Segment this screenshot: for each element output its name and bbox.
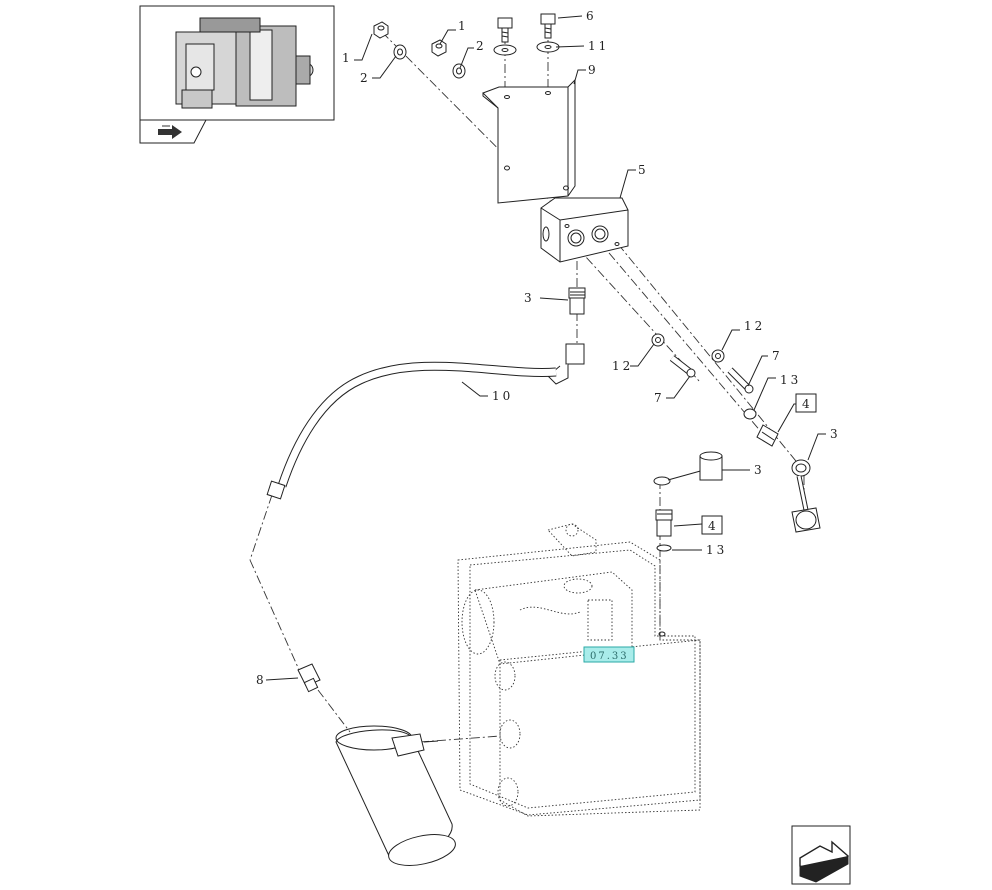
callout-leaders: [265, 15, 826, 681]
dust-cap-part-3c: [653, 451, 723, 486]
callout-numbers: 1 2 1 2 6 11 9 5 3 10 12 12 7 7 13 3 3 1…: [256, 9, 841, 687]
callout-9: 9: [588, 63, 599, 77]
sensor-part-8: [297, 663, 321, 693]
previous-page-arrow-icon[interactable]: [139, 119, 207, 144]
callout-1b: 1: [458, 19, 469, 33]
section-reference-link[interactable]: 07.33: [583, 646, 635, 663]
callout-2b: 2: [476, 39, 487, 53]
callout-12a: 12: [612, 359, 633, 373]
callout-12b: 12: [744, 319, 765, 333]
callout-6: 6: [586, 9, 597, 23]
nut-part-1b: [431, 39, 447, 57]
pump-thumbnail-image: [175, 17, 314, 109]
callout-7b: 7: [772, 349, 783, 363]
washer-part-12a: [651, 333, 665, 347]
callout-5: 5: [638, 163, 649, 177]
coupler-part-3b: [791, 459, 821, 533]
callout-11: 11: [588, 39, 609, 53]
washer-part-11: [536, 41, 560, 53]
nut-part-1a: [373, 21, 389, 39]
washer-part-2a: [393, 44, 407, 60]
stud-part-7b: [727, 367, 754, 394]
callout-10: 10: [492, 389, 513, 403]
callout-13a: 13: [780, 373, 801, 387]
filter-canister: [335, 725, 456, 866]
callout-8: 8: [256, 673, 267, 687]
bolt-part-6b: [540, 13, 556, 39]
hose-part-10: [266, 343, 585, 500]
washer-part-2b: [452, 63, 466, 79]
next-page-arrow-icon[interactable]: [791, 825, 851, 885]
pump-housing: [457, 523, 701, 817]
valve-block-part-5: [540, 197, 629, 263]
callout-3a: 3: [524, 291, 535, 305]
callout-4a: 4: [802, 397, 813, 411]
bolt-part-6a: [497, 17, 513, 43]
callout-3c: 3: [754, 463, 765, 477]
callout-4b: 4: [708, 519, 719, 533]
callout-2a: 2: [360, 71, 371, 85]
section-reference-label: 07.33: [590, 651, 629, 662]
washer-under-bolt-a: [493, 44, 517, 56]
bracket-part-9: [482, 78, 576, 204]
o-ring-part-13b: [656, 544, 672, 552]
assembly-thumbnail[interactable]: [139, 5, 335, 144]
fitting-part-4a: [756, 424, 779, 447]
callout-3b: 3: [830, 427, 841, 441]
o-ring-part-13a: [743, 408, 757, 420]
callout-7a: 7: [654, 391, 665, 405]
washer-part-12b: [711, 349, 725, 363]
fitting-part-4b: [655, 509, 673, 537]
callout-1a: 1: [342, 51, 353, 65]
callout-4a-box: 4: [795, 393, 817, 413]
callout-13b: 13: [706, 543, 727, 557]
fitting-part-3a: [568, 287, 586, 315]
callout-4b-box: 4: [701, 515, 723, 535]
stud-part-7a: [669, 355, 696, 378]
